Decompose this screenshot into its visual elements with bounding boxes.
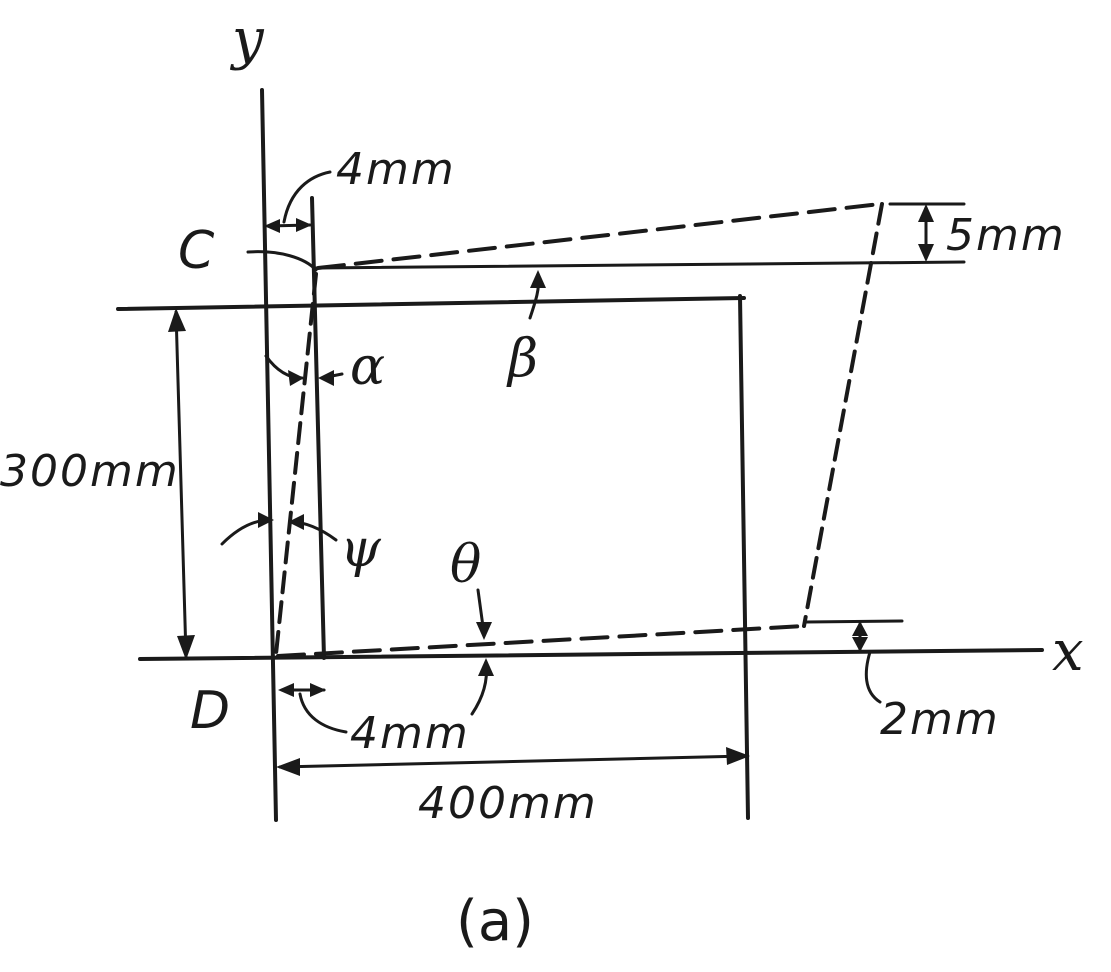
width-dimension-label: 400mm [418, 778, 598, 829]
height-dimension-label: 300mm [0, 446, 180, 497]
bottom-rise-label: 2mm [880, 694, 1000, 745]
x-axis-label: x [1052, 619, 1084, 684]
bottom-rise-arrow-up [852, 621, 868, 636]
theta-label: θ [450, 535, 481, 595]
width-dimension-line [278, 754, 748, 769]
bottom-shift-arrow-right [310, 683, 326, 697]
top-rise-arrow-up [918, 204, 934, 222]
bottom-rise-dimension: 2mm [852, 621, 1000, 745]
top-shift-arrow-right [296, 218, 312, 232]
bottom-rise-leader [864, 650, 882, 704]
height-dimension-line [174, 310, 188, 658]
height-dimension: 300mm [0, 308, 195, 660]
height-arrow-top [168, 308, 186, 332]
angle-theta: θ [450, 535, 494, 716]
x-axis [138, 648, 1044, 661]
top-shift-leader [282, 170, 332, 224]
original-top-edge [116, 296, 746, 311]
top-shift-dimension: 4mm [264, 144, 456, 233]
coordinate-axes: y x [138, 7, 1084, 822]
top-rise-label: 5mm [946, 210, 1066, 261]
psi-arrow-left [258, 512, 274, 528]
top-reference-line [314, 260, 966, 270]
alpha-label: α [350, 337, 385, 397]
beta-label: β [506, 329, 538, 389]
original-right-edge [738, 294, 750, 820]
psi-label: ψ [340, 519, 382, 579]
bottom-shift-arrow-left [278, 683, 294, 697]
height-arrow-bottom [177, 635, 195, 660]
bottom-shift-label: 4mm [350, 708, 470, 759]
psi-arrow-right [288, 514, 304, 530]
width-arrow-right [726, 747, 750, 765]
deformed-left-edge [274, 272, 318, 656]
corner-c-curve [246, 250, 318, 272]
deformed-right-edge [802, 202, 884, 628]
figure-caption: (a) [456, 889, 534, 954]
point-d-label: D [190, 681, 230, 741]
original-rectangle [116, 294, 750, 820]
bottom-shift-dimension: 4mm [278, 683, 470, 759]
point-c-label: C [178, 221, 215, 281]
alpha-arrow-left [288, 370, 304, 386]
width-arrow-left [276, 758, 300, 776]
top-shift-arrow-left [264, 219, 280, 233]
angle-beta: β [506, 270, 546, 389]
y-axis-label: y [229, 7, 265, 72]
bottom-rise-arrow-down [852, 637, 868, 652]
deformed-bottom-edge [276, 624, 806, 658]
top-shift-label: 4mm [336, 144, 456, 195]
shifted-left-edge [310, 196, 966, 660]
bottom-reference-line [804, 619, 904, 624]
angle-alpha: α [264, 337, 385, 397]
deformed-shape [246, 202, 884, 658]
width-dimension: 400mm [276, 747, 750, 829]
top-rise-dimension: 5mm [888, 202, 1066, 262]
top-rise-arrow-down [918, 244, 934, 262]
theta-arrow-bottom [478, 658, 494, 676]
bottom-shift-leader [298, 692, 348, 734]
theta-arrow-top [476, 622, 492, 640]
angle-psi: ψ [220, 512, 382, 579]
beta-arrow [530, 270, 546, 288]
y-axis [260, 88, 278, 822]
deformed-top-edge [316, 202, 882, 270]
alpha-arrow-right [318, 370, 334, 386]
